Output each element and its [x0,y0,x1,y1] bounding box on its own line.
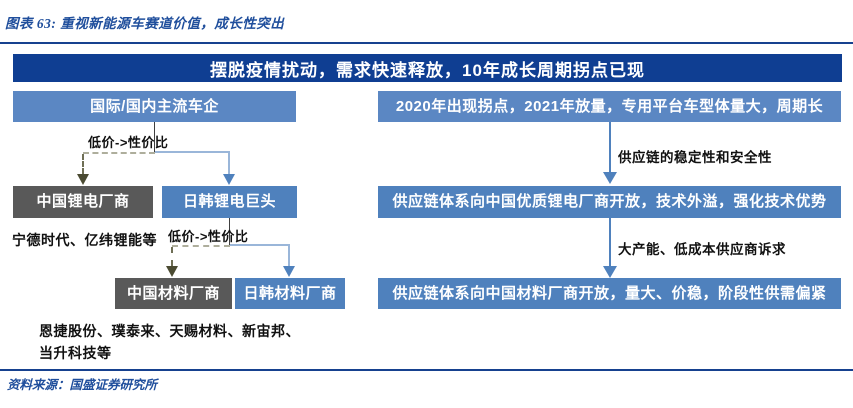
figure-caption: 图表 63: 重视新能源车赛道价值，成长性突出 [5,16,285,31]
edge-label-price-2: 低价->性价比 [168,229,249,244]
blue-connector-1-horizontal [155,151,230,153]
banner-title: 摆脱疫情扰动，需求快速释放，10年成长周期拐点已现 [210,60,645,80]
dashed-connector-2-horizontal [172,245,230,247]
dashed-down-arrowhead-icon-1 [77,174,89,185]
edge-label-price-1: 低价->性价比 [88,135,169,150]
edge-label-capacity-cost: 大产能、低成本供应商诉求 [618,242,786,257]
dashed-down-arrowhead-icon-2 [166,266,178,277]
dashed-connector-2-vertical [171,247,173,266]
blue-connector-2-vertical [288,244,290,266]
materials-companies-line1: 恩捷股份、璞泰来、天赐材料、新宙邦、 [39,323,300,339]
source-note: 资料来源：国盛证券研究所 [7,378,158,392]
right-flow-box-1: 2020年出现拐点，2021年放量，专用平台车型体量大，周期长 [378,91,841,122]
blue-connector-2-horizontal [230,244,290,246]
blue-connector-1-vertical [228,151,230,174]
banner: 摆脱疫情扰动，需求快速释放，10年成长周期拐点已现 [13,54,842,82]
top-divider [0,42,853,44]
blue-down-arrowhead-icon-2 [283,266,295,277]
battery-companies-note: 宁德时代、亿纬锂能等 [12,232,157,248]
materials-companies-note: 恩捷股份、璞泰来、天赐材料、新宙邦、 当升科技等 [39,321,300,364]
dashed-connector-1-horizontal [83,152,155,154]
connector-stem-2 [229,218,230,247]
right-arrow-line-1 [609,122,611,173]
china-materials-makers-box: 中国材料厂商 [115,278,232,309]
automakers-box: 国际/国内主流车企 [13,91,296,122]
right-down-arrowhead-icon-2 [603,266,617,278]
edge-label-supply-stability: 供应链的稳定性和安全性 [618,150,772,165]
japan-korea-materials-makers-box: 日韩材料厂商 [235,278,345,309]
right-down-arrowhead-icon-1 [603,172,617,184]
right-flow-box-2: 供应链体系向中国优质锂电厂商开放，技术外溢，强化技术优势 [378,186,841,218]
japan-korea-battery-giants-box: 日韩锂电巨头 [162,186,297,218]
materials-companies-line2: 当升科技等 [39,344,112,361]
china-battery-makers-box: 中国锂电厂商 [13,186,153,218]
right-arrow-line-2 [609,218,611,267]
connector-stem-1 [154,122,155,154]
dashed-connector-1-vertical [82,154,84,174]
right-flow-box-3: 供应链体系向中国材料厂商开放，量大、价稳，阶段性供需偏紧 [378,278,841,309]
bottom-divider [0,369,853,371]
blue-down-arrowhead-icon-1 [223,174,235,185]
